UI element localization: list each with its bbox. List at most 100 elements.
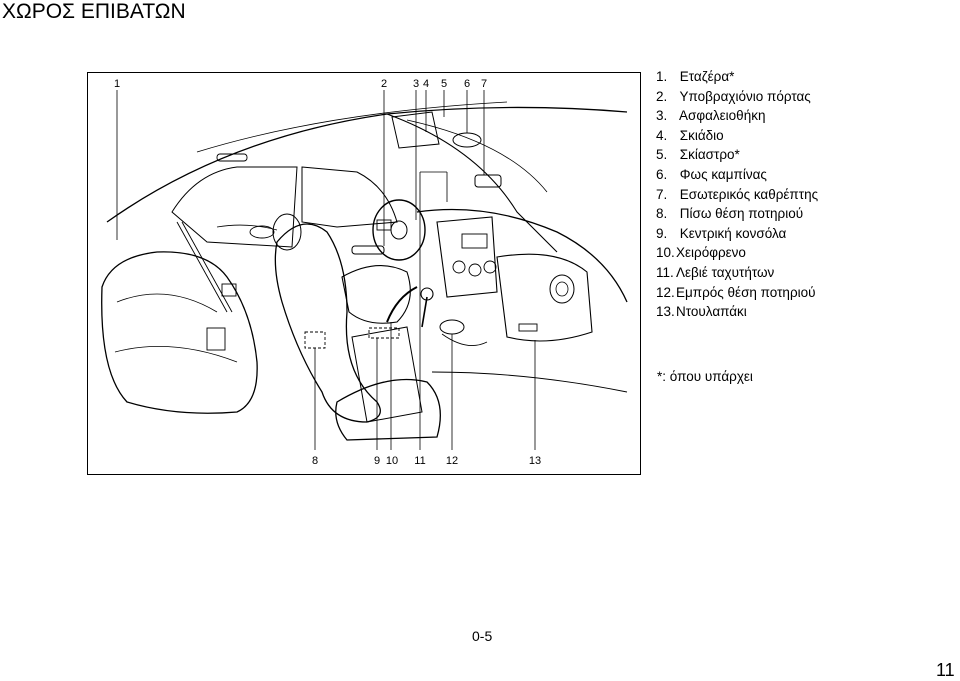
callout-10: 10 [386, 455, 398, 467]
climate-knob-center [468, 263, 482, 277]
legend-number: 11. [656, 264, 674, 280]
legend-list: 1. Εταζέρα* 2. Υποβραχιόνιο πόρτας 3. Ασ… [656, 67, 818, 322]
availability-footnote: *: όπου υπάρχει [657, 369, 753, 384]
gear-knob [420, 287, 434, 301]
legend-text: Ντουλαπάκι [676, 304, 747, 320]
legend-number: 9. [656, 225, 668, 241]
figure-frame [87, 72, 641, 475]
handbrake [386, 286, 418, 323]
legend-number: 1. [656, 69, 668, 84]
headrest [272, 213, 302, 251]
door-handle [249, 225, 275, 239]
interior-mirror [474, 174, 502, 188]
legend-item: 4. Σκιάδιο [656, 126, 818, 146]
page-title: ΧΩΡΟΣ ΕΠΙΒΑΤΩΝ [2, 0, 186, 23]
front-door-window [301, 166, 398, 228]
callout-3: 3 [413, 78, 419, 90]
gear-lever [421, 296, 428, 328]
radio-unit [461, 233, 488, 249]
seat-belt-buckle [206, 327, 226, 351]
legend-number: 8. [656, 206, 668, 222]
callout-9: 9 [374, 455, 380, 467]
glove-box-handle [518, 323, 538, 332]
callout-5: 5 [441, 78, 447, 90]
rear-seat-seam-2 [114, 346, 238, 363]
front-cup-holder [439, 319, 465, 335]
legend-number: 6. [656, 166, 668, 182]
air-vent-inner [555, 281, 569, 297]
callout-6: 6 [464, 78, 470, 90]
callout-8: 8 [312, 455, 318, 467]
console-tray [368, 327, 400, 339]
legend-text: Ασφαλειοθήκη [679, 108, 766, 124]
steering-hub [390, 220, 408, 240]
legend-item: 11.Λεβιέ ταχυτήτων [656, 263, 818, 283]
windshield-pillar [386, 113, 558, 253]
legend-text: Εμπρός θέση ποτηριού [676, 284, 816, 300]
callout-1: 1 [114, 78, 120, 90]
legend-text: Υποβραχιόνιο πόρτας [679, 88, 811, 104]
legend-text: Χειρόφρενο [676, 245, 746, 261]
center-stack [436, 216, 498, 298]
rear-cup-holder [304, 331, 326, 349]
legend-number: 12. [656, 284, 675, 300]
legend-number: 7. [656, 186, 668, 202]
grab-handle [216, 153, 248, 162]
callout-7: 7 [481, 78, 487, 90]
legend-item: 9. Κεντρική κονσόλα [656, 224, 818, 244]
section-page-code: 0-5 [472, 628, 493, 644]
legend-text: Φως καμπίνας [679, 166, 767, 182]
seat-belt-edge [181, 221, 233, 313]
legend-item: 5. Σκίαστρο* [656, 145, 818, 165]
legend-item: 8. Πίσω θέση ποτηριού [656, 204, 818, 224]
legend-text: Κεντρική κονσόλα [679, 225, 787, 241]
door-armrest [351, 245, 385, 255]
callout-11: 11 [414, 455, 425, 467]
legend-text: Πίσω θέση ποτηριού [679, 206, 804, 222]
legend-text: Λεβιέ ταχυτήτων [676, 264, 775, 280]
legend-item: 12.Εμπρός θέση ποτηριού [656, 283, 818, 303]
glove-box [496, 253, 593, 342]
legend-number: 5. [656, 147, 668, 163]
legend-number: 4. [656, 127, 668, 143]
interior-illustration: 1 2 3 4 5 6 7 8 9 10 11 12 13 [87, 72, 641, 475]
legend-item: 6. Φως καμπίνας [656, 165, 818, 185]
climate-knob-left [452, 260, 466, 274]
roof-outline [106, 106, 628, 223]
legend-number: 2. [656, 88, 668, 104]
floor-line [431, 371, 628, 393]
legend-item: 7. Εσωτερικός καθρέπτης [656, 185, 818, 205]
callout-12: 12 [446, 455, 458, 467]
air-vent [549, 274, 575, 304]
dashboard-top [416, 208, 628, 303]
passenger-seat [341, 265, 411, 324]
steering-wheel [372, 199, 426, 261]
callout-2: 2 [381, 78, 387, 90]
callout-13: 13 [529, 455, 541, 467]
floor-console [441, 333, 488, 346]
legend-item: 10.Χειρόφρενο [656, 243, 818, 263]
legend-text: Σκιάδιο [679, 127, 724, 143]
front-seat-back [274, 223, 381, 423]
rear-door-window [171, 166, 298, 248]
center-console [351, 326, 423, 423]
legend-number: 13. [656, 304, 675, 320]
legend-number: 10. [656, 245, 675, 261]
legend-text: Εσωτερικός καθρέπτης [679, 186, 819, 202]
callout-4: 4 [423, 78, 429, 90]
sun-visor [391, 111, 440, 149]
door-trim [216, 224, 278, 231]
legend-number: 3. [656, 108, 668, 124]
page-number: 11 [936, 660, 955, 680]
roof-liner [196, 101, 508, 153]
seat-belt-latch [221, 283, 237, 297]
cabin-light [452, 132, 482, 148]
rear-seat [101, 251, 258, 414]
legend-item: 13.Ντουλαπάκι [656, 302, 818, 322]
front-seat-cushion [335, 378, 441, 441]
windshield-top [406, 119, 548, 193]
interior-drawing: 1 2 3 4 5 6 7 8 9 10 11 12 13 [87, 72, 641, 475]
legend-text: Εταζέρα* [679, 69, 735, 84]
climate-knob-right [483, 260, 497, 274]
legend-item: 3. Ασφαλειοθήκη [656, 106, 818, 126]
